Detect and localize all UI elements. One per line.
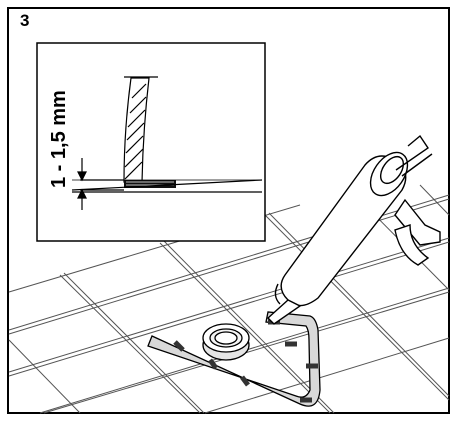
sealant-layer: [124, 180, 176, 188]
outer-frame: [7, 7, 450, 414]
step-number: 3: [20, 11, 30, 30]
dimension-label: 1 - 1,5 mm: [48, 90, 70, 188]
sealant-bead: [147, 311, 321, 407]
dimension-arrows: [77, 158, 124, 210]
tile-grid: [8, 184, 450, 414]
inset-detail: [36, 42, 266, 242]
floor-drain-icon: [202, 323, 250, 361]
caulking-gun-icon: [266, 134, 441, 325]
